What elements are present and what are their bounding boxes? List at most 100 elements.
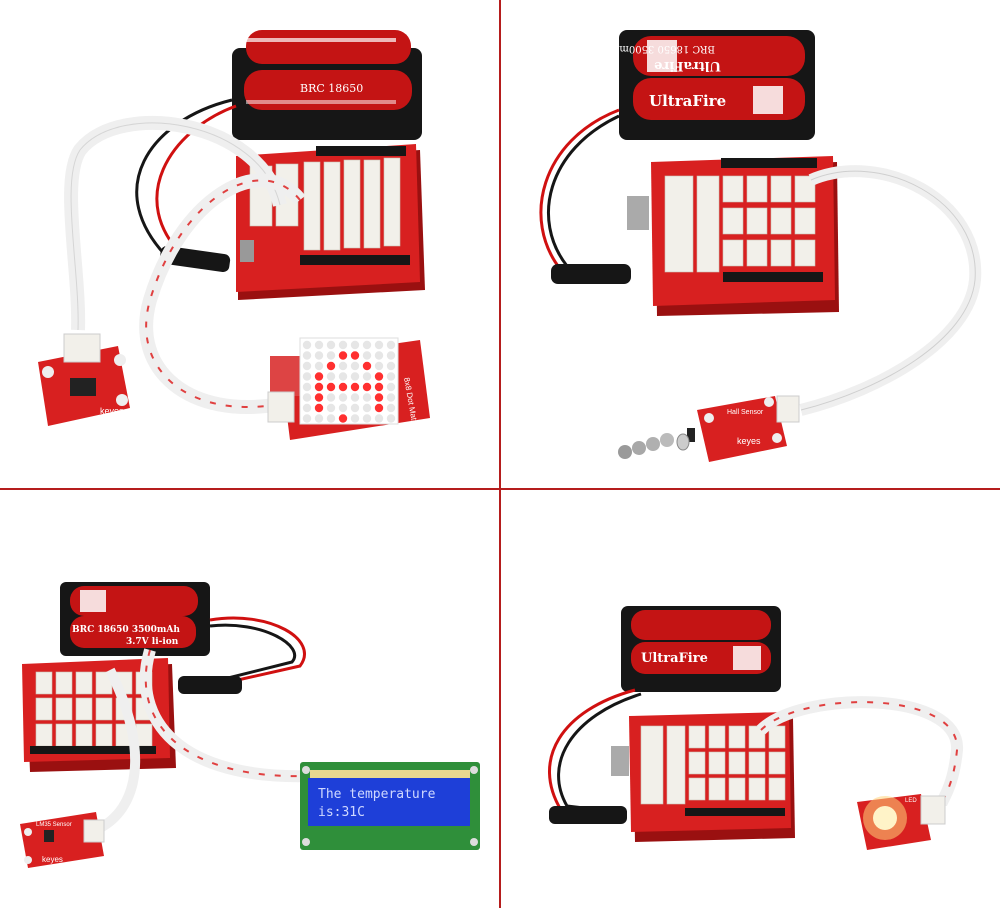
matrix-dot (362, 340, 372, 350)
battery-holder: BRC 18650 (232, 30, 422, 140)
sensor-name: LM35 Sensor (36, 822, 72, 828)
lcd-line-2: is:31C (318, 805, 365, 820)
matrix-dot (350, 351, 360, 360)
panel1-illustration: BRC 18650 (38, 30, 430, 440)
matrix-dot (362, 403, 372, 413)
sensor-label: keyes (737, 436, 761, 446)
matrix-dot (326, 340, 336, 350)
sensor-label: keyes (42, 855, 63, 864)
matrix-dot (350, 382, 360, 392)
matrix-dot (326, 351, 336, 360)
sensor-shield-board (611, 712, 795, 842)
matrix-dot (362, 382, 372, 392)
matrix-dot (338, 340, 348, 350)
battery-brand: BRC 18650 3500mAh (72, 625, 180, 635)
magnet-balls (618, 433, 690, 459)
lcd-screen (308, 778, 470, 826)
matrix-dot (302, 403, 312, 413)
lcd-module: The temperature is:31C (300, 762, 480, 850)
matrix-dot (374, 403, 384, 413)
matrix-dot (314, 361, 324, 371)
matrix-dot (350, 393, 360, 402)
led-label: LED (905, 798, 917, 804)
matrix-dot (314, 372, 324, 381)
matrix-dot (362, 351, 372, 360)
matrix-dot (314, 382, 324, 392)
matrix-dot (386, 372, 396, 381)
matrix-dot (386, 414, 396, 423)
matrix-dot (386, 403, 396, 413)
battery-top-brand: BRC 18650 3500mAh (605, 43, 715, 54)
battery-spec: 3.7V li-ion (126, 637, 179, 647)
matrix-dot (374, 351, 384, 360)
matrix-dot (374, 361, 384, 371)
led-module: LED (857, 794, 946, 850)
matrix-dot (374, 340, 384, 350)
sensor-name: Hall Sensor (727, 409, 764, 416)
matrix-dot (326, 361, 336, 371)
matrix-dot (302, 382, 312, 392)
panel4-illustration: UltraFire (548, 606, 963, 850)
panel-lcd-temperature-project: BRC 18650 3500mAh 3.7V li-ion (0, 490, 499, 908)
matrix-dot (302, 393, 312, 402)
accelerometer-module: keyes (38, 333, 130, 426)
matrix-dot (338, 403, 348, 413)
vertical-divider (499, 0, 501, 908)
matrix-dot (338, 361, 348, 371)
panel3-illustration: BRC 18650 3500mAh 3.7V li-ion (20, 582, 480, 868)
panel-led-project: UltraFire (501, 490, 1000, 908)
panel-hall-sensor-project: BRC 18650 3500mAh UltraFire UltraFire (501, 0, 1000, 488)
matrix-dot (362, 414, 372, 423)
matrix-dot (350, 361, 360, 371)
led-light (873, 806, 897, 830)
matrix-dot (362, 393, 372, 402)
horizontal-divider (0, 488, 1000, 490)
matrix-dot (338, 372, 348, 381)
matrix-dot (314, 414, 324, 423)
battery-holder: BRC 18650 3500mAh UltraFire UltraFire (605, 30, 815, 140)
battery-holder: UltraFire (621, 606, 781, 692)
hall-sensor-module: Hall Sensor keyes (687, 395, 800, 462)
matrix-dot (374, 382, 384, 392)
lcd-line-1: The temperature (318, 787, 436, 802)
battery-bottom-brand: UltraFire (641, 651, 708, 666)
matrix-dot (326, 414, 336, 423)
matrix-dot (386, 361, 396, 371)
matrix-dot (302, 361, 312, 371)
matrix-dot (350, 340, 360, 350)
battery-brand: BRC 18650 (300, 82, 363, 95)
battery-bottom-brand: UltraFire (649, 92, 726, 110)
sensor-label: keyes (100, 406, 124, 416)
matrix-dot (374, 372, 384, 381)
matrix-dot (302, 414, 312, 423)
matrix-dot (362, 372, 372, 381)
matrix-dot (350, 403, 360, 413)
matrix-dot (350, 372, 360, 381)
panel-dot-matrix-project: BRC 18650 (0, 0, 499, 488)
temperature-sensor-module: LM35 Sensor keyes (20, 812, 105, 868)
matrix-dot (314, 340, 324, 350)
matrix-dot (302, 340, 312, 350)
matrix-dot (326, 382, 336, 392)
matrix-dot (386, 351, 396, 360)
battery-top-brand2: UltraFire (654, 58, 721, 73)
matrix-dot (374, 414, 384, 423)
matrix-dot (338, 382, 348, 392)
matrix-dot (314, 403, 324, 413)
matrix-dot (386, 393, 396, 402)
matrix-dot (386, 382, 396, 392)
matrix-dot (338, 393, 348, 402)
matrix-dot (302, 372, 312, 381)
matrix-dot (302, 351, 312, 360)
matrix-dot (386, 340, 396, 350)
panel2-illustration: BRC 18650 3500mAh UltraFire UltraFire (539, 30, 982, 462)
dot-matrix-module: 8x8 Dot Matrix (267, 337, 430, 440)
matrix-dot (314, 351, 324, 360)
sensor-shield-board (627, 156, 839, 316)
matrix-dot (338, 414, 348, 423)
matrix-dot (326, 372, 336, 381)
battery-holder: BRC 18650 3500mAh 3.7V li-ion (60, 582, 210, 656)
matrix-dot (326, 393, 336, 402)
matrix-dot (374, 393, 384, 402)
